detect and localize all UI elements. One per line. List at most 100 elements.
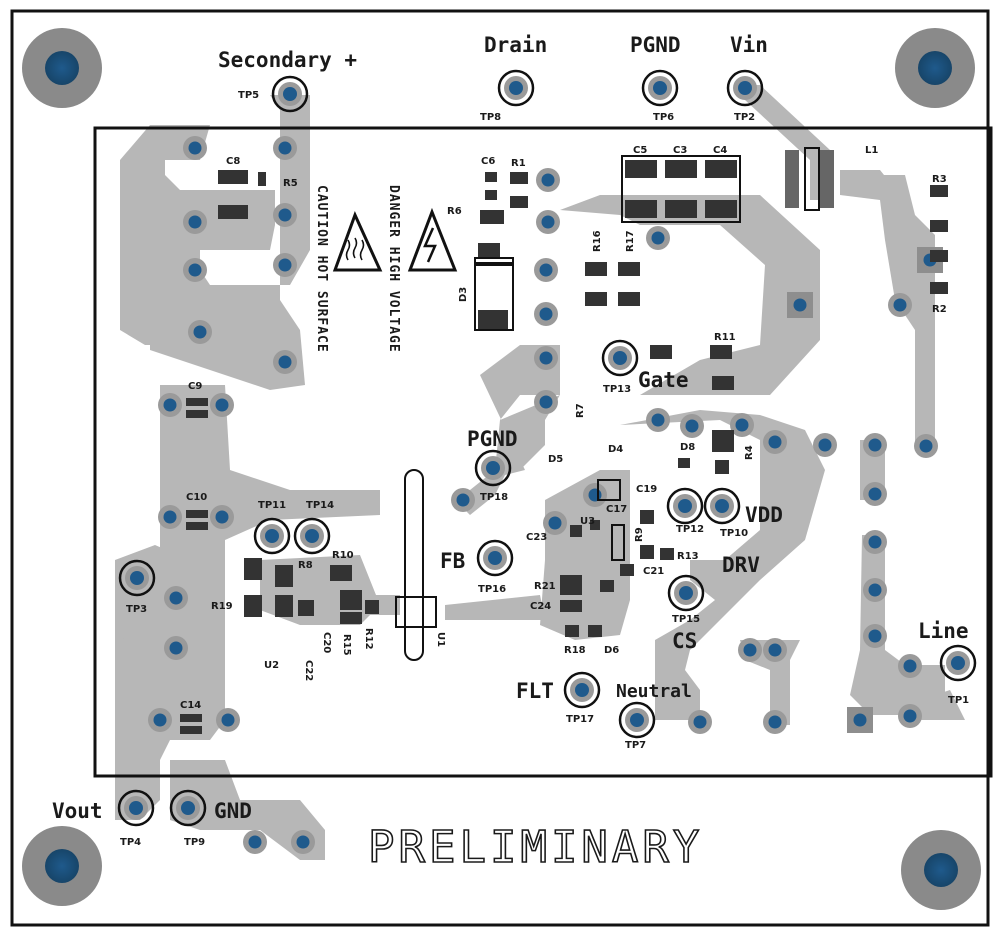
ref-u3: U3	[580, 516, 595, 527]
net-label-fb: FB	[440, 549, 465, 573]
tp-label-tp5: TP5	[238, 90, 259, 101]
ref-d6: D6	[604, 645, 619, 656]
ref-c9: C9	[188, 381, 202, 392]
ref-r2: R2	[932, 304, 947, 315]
tp-label-tp10: TP10	[720, 528, 748, 539]
test-point-ring	[497, 69, 535, 107]
danger-high-voltage-label: DANGER HIGH VOLTAGE	[386, 185, 401, 353]
ref-r4: R4	[744, 445, 755, 460]
tp-label-tp12: TP12	[676, 524, 704, 535]
tp-label-tp2: TP2	[734, 112, 755, 123]
ref-l1: L1	[865, 145, 878, 156]
ref-r15: R15	[341, 634, 352, 656]
high-voltage-symbol	[407, 207, 458, 272]
ref-r3: R3	[932, 174, 947, 185]
net-label-gate: Gate	[638, 368, 689, 392]
tp-label-tp6: TP6	[653, 112, 674, 123]
caution-hot-surface-label: CAUTION HOT SURFACE	[314, 185, 329, 353]
tp-label-tp3: TP3	[126, 604, 147, 615]
test-point-ring	[726, 69, 764, 107]
net-label-vout: Vout	[52, 799, 103, 823]
net-label-vdd: VDD	[745, 503, 783, 527]
ref-r21: R21	[534, 581, 556, 592]
net-label-cs: CS	[672, 629, 697, 653]
net-label-flt: FLT	[516, 679, 554, 703]
ref-r11: R11	[714, 332, 736, 343]
ref-r6: R6	[447, 206, 462, 217]
smd-components	[180, 147, 948, 734]
ref-r5: R5	[283, 178, 298, 189]
ref-c17: C17	[606, 504, 627, 515]
tp-label-tp9: TP9	[184, 837, 205, 848]
net-label-drain: Drain	[484, 33, 547, 57]
ref-c21: C21	[643, 566, 664, 577]
net-label-line: Line	[918, 619, 969, 643]
ref-r18: R18	[564, 645, 586, 656]
ref-r10: R10	[332, 550, 354, 561]
ref-d5: D5	[548, 454, 563, 465]
tp-label-tp17: TP17	[566, 714, 594, 725]
ref-d8: D8	[680, 442, 695, 453]
ref-c23: C23	[526, 532, 547, 543]
ref-u1: U1	[435, 632, 446, 647]
ref-r17: R17	[625, 230, 636, 252]
test-point-ring	[667, 574, 705, 612]
net-label-neutral: Neutral	[616, 681, 692, 702]
net-label-pgnd-mid: PGND	[467, 427, 518, 451]
net-label-drv: DRV	[722, 553, 760, 577]
tp-label-tp4: TP4	[120, 837, 141, 848]
test-point-ring	[703, 487, 741, 525]
test-point-ring	[641, 69, 679, 107]
ref-c3: C3	[673, 145, 687, 156]
ref-r19: R19	[211, 601, 233, 612]
mounting-holes	[22, 28, 981, 910]
ref-c20: C20	[321, 632, 332, 653]
ref-r7: R7	[575, 403, 586, 418]
test-point-ring	[474, 449, 512, 487]
test-point-ring	[118, 559, 156, 597]
tp-label-tp1: TP1	[948, 695, 969, 706]
ref-d3: D3	[458, 287, 469, 302]
tp-label-tp15: TP15	[672, 614, 700, 625]
tp-label-tp13: TP13	[603, 384, 631, 395]
through-hole-pads	[148, 136, 943, 854]
ref-u2: U2	[264, 660, 279, 671]
ref-c10: C10	[186, 492, 207, 503]
tp-label-tp14: TP14	[306, 500, 334, 511]
ref-c24: C24	[530, 601, 551, 612]
ref-r8: R8	[298, 560, 313, 571]
ref-c6: C6	[481, 156, 495, 167]
net-label-vin: Vin	[730, 33, 768, 57]
ref-c8: C8	[226, 156, 240, 167]
test-point-ring	[618, 701, 656, 739]
tp-label-tp18: TP18	[480, 492, 508, 503]
tp-label-tp7: TP7	[625, 740, 646, 751]
test-point-ring	[271, 75, 309, 113]
test-point-ring	[476, 539, 514, 577]
tp-label-tp8: TP8	[480, 112, 501, 123]
net-label-pgnd-top: PGND	[630, 33, 681, 57]
ref-r16: R16	[592, 230, 603, 252]
test-point-ring	[293, 517, 331, 555]
hot-surface-symbol	[332, 211, 383, 272]
test-points	[117, 69, 977, 827]
tp-label-tp16: TP16	[478, 584, 506, 595]
test-point-ring	[601, 339, 639, 377]
ref-c4: C4	[713, 145, 727, 156]
test-point-ring	[169, 789, 207, 827]
ref-r12: R12	[363, 628, 374, 650]
ref-r1: R1	[511, 158, 526, 169]
enclosure-outline	[93, 126, 993, 778]
net-label-secondary-plus: Secondary +	[218, 48, 357, 72]
test-point-ring	[939, 644, 977, 682]
test-point-ring	[117, 789, 155, 827]
ref-c19: C19	[636, 484, 657, 495]
ref-c5: C5	[633, 145, 647, 156]
test-point-ring	[253, 517, 291, 555]
net-label-gnd: GND	[214, 799, 252, 823]
test-point-ring	[666, 487, 704, 525]
ref-d4: D4	[608, 444, 623, 455]
tp-label-tp11: TP11	[258, 500, 286, 511]
ref-r13: R13	[677, 551, 699, 562]
